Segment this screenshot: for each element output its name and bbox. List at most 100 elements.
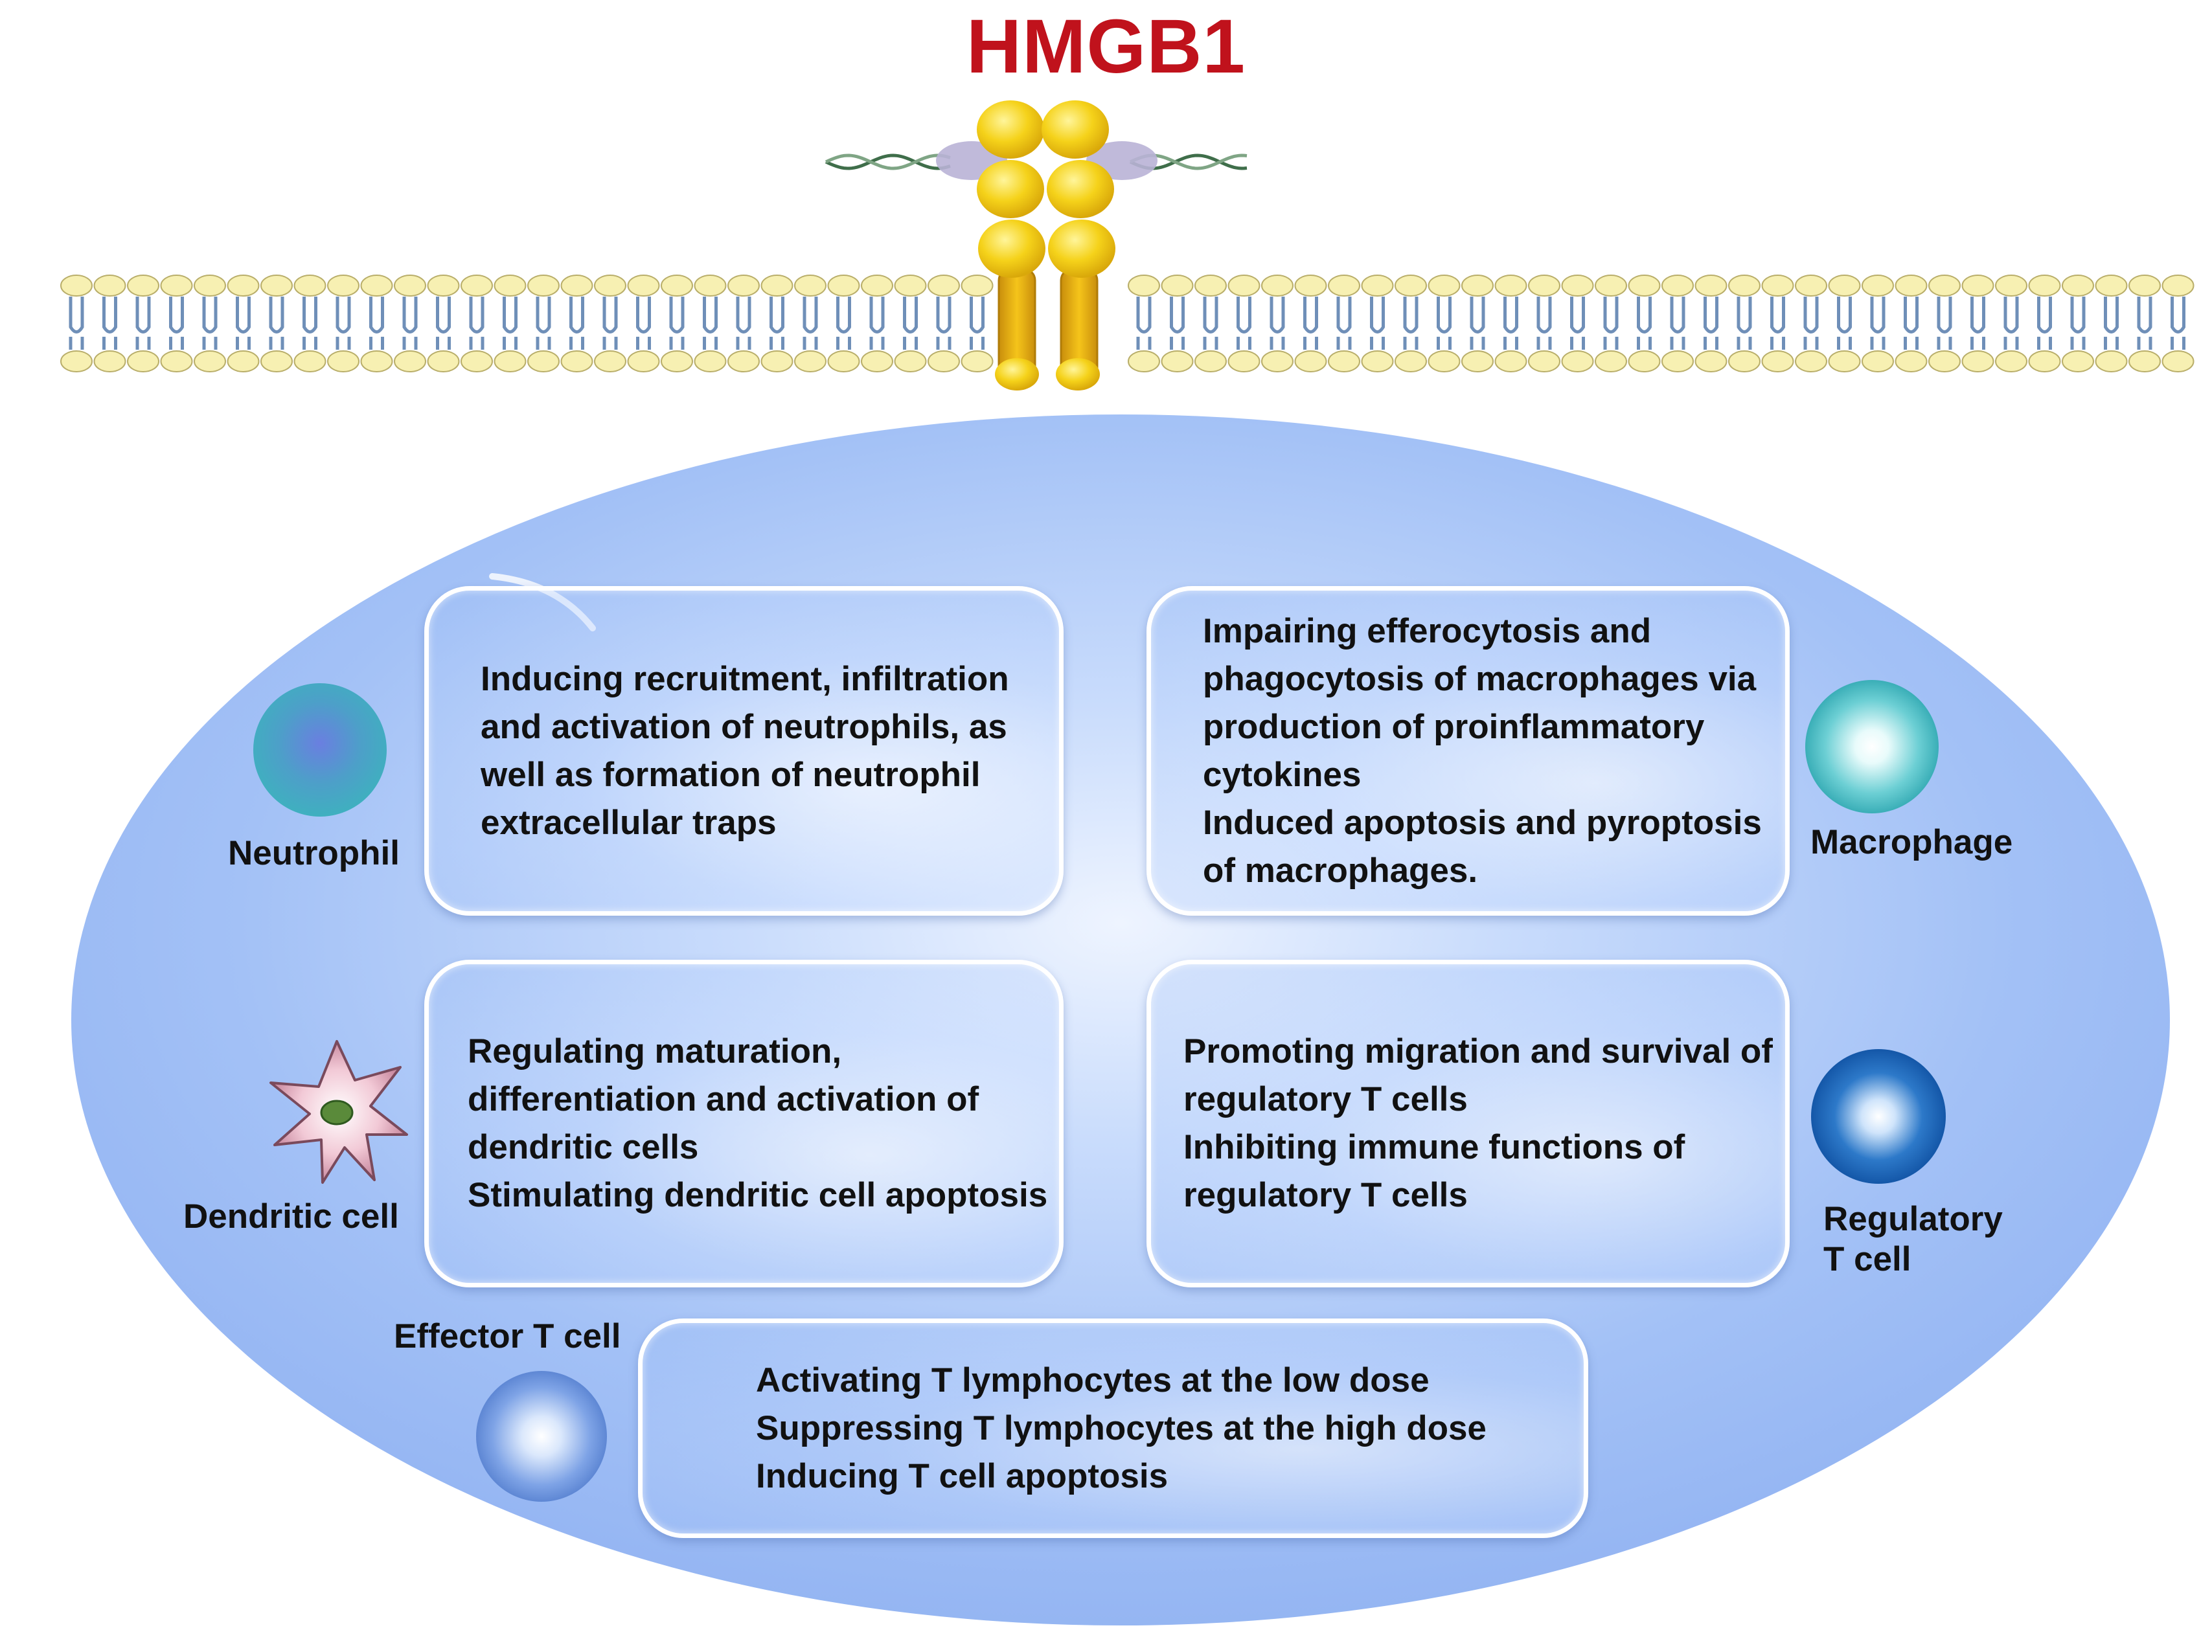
lipid-tail (169, 337, 184, 350)
lipid-tail (636, 297, 651, 334)
lipid-tail (803, 297, 818, 334)
lipid-head (694, 275, 727, 297)
lipid-head (1227, 275, 1260, 297)
lipid-head (861, 350, 893, 372)
lipid-tail (1170, 337, 1185, 350)
lipid-tail (1370, 297, 1385, 334)
page-title: HMGB1 (966, 4, 1246, 89)
lipid-head (594, 275, 626, 297)
neutrophil-effect-line: well as formation of neutrophil (481, 755, 981, 794)
lipid-tail (1403, 297, 1419, 334)
neutrophil-label: Neutrophil (228, 834, 400, 872)
lipid-head (1862, 275, 1894, 297)
lipid-head (961, 350, 994, 372)
lipid-tail (1170, 297, 1185, 334)
lipid-head (2095, 350, 2128, 372)
lipid-tail (2037, 337, 2052, 350)
lipid-head (1395, 275, 1427, 297)
neutrophil-effect-line: extracellular traps (481, 803, 777, 842)
dendritic-cell-label: Dendritic cell (183, 1197, 399, 1236)
lipid-tail (1704, 337, 1718, 350)
lipid-tail (2171, 337, 2185, 350)
lipid-tail (135, 297, 151, 334)
lipid-tail (869, 297, 885, 334)
lipid-head (93, 275, 126, 297)
lipid-head (2161, 350, 2195, 372)
lipid-head (260, 350, 293, 372)
lipid-tail (703, 297, 718, 334)
lipid-tail (236, 297, 251, 334)
regulatory-t-cell-icon (1811, 1049, 1946, 1184)
lipid-head (1694, 275, 1727, 297)
lipid-head (1595, 350, 1627, 372)
lipid-tail (369, 337, 384, 350)
lipid-tail (1770, 337, 1785, 350)
effector-t-cell-label: Effector T cell (394, 1317, 621, 1355)
lipid-tail (1336, 297, 1352, 334)
lipid-head (527, 275, 560, 297)
lipid-tail (135, 337, 151, 350)
regulatory-t-cell-label-line1: Regulatory (1823, 1200, 2003, 1238)
neutrophil-effects-box: Inducing recruitment, infiltration and a… (424, 586, 1064, 916)
lipid-tail (1437, 297, 1452, 334)
lipid-tail (736, 297, 751, 334)
lipid-head (93, 350, 126, 372)
lipid-head (827, 275, 860, 297)
lipid-head (1561, 275, 1594, 297)
lipid-head (1128, 350, 1160, 372)
lipid-head (1961, 275, 1994, 297)
lipid-head (2028, 350, 2061, 372)
lipid-tail (2003, 297, 2019, 334)
lipid-tail (1637, 337, 1652, 350)
lipid-tail (2037, 297, 2052, 334)
lipid-tail (669, 297, 685, 334)
lipid-head (928, 275, 960, 297)
lipid-head (1128, 275, 1160, 297)
lipid-head (1494, 275, 1527, 297)
treg-effect-line: regulatory T cells (1183, 1080, 1468, 1118)
lipid-head (1227, 350, 1260, 372)
lipid-tail (869, 337, 885, 350)
lipid-tail (669, 337, 685, 350)
lipid-tail (970, 297, 985, 334)
neutrophil-effect-line: and activation of neutrophils, as (481, 707, 1007, 746)
lipid-head (1895, 350, 1928, 372)
lipid-head (1928, 275, 1961, 297)
lipid-tail (503, 337, 518, 350)
lipid-tail (1270, 337, 1285, 350)
lipid-tail (936, 297, 952, 334)
lipid-tail (1737, 337, 1752, 350)
macrophage-effects-box: Impairing efferocytosis and phagocytosis… (1146, 586, 1790, 916)
lipid-head (661, 350, 693, 372)
lipid-head (1728, 350, 1761, 372)
lipid-tail (202, 297, 218, 334)
lipid-tail (436, 297, 451, 334)
lipid-head (160, 350, 193, 372)
lipid-tail (169, 297, 184, 334)
lipid-head (627, 275, 660, 297)
macrophage-label: Macrophage (1810, 823, 2013, 861)
lipid-head (527, 350, 560, 372)
lipid-tail (1904, 337, 1919, 350)
lipid-head (227, 275, 260, 297)
lipid-head (1595, 275, 1627, 297)
dendritic-effect-line: differentiation and activation of (468, 1080, 979, 1118)
lipid-tail (1970, 337, 1985, 350)
lipid-tail (1870, 337, 1886, 350)
lipid-head (1995, 350, 2027, 372)
lipid-tail (469, 337, 485, 350)
lipid-tail (1237, 337, 1251, 350)
lipid-tail (469, 297, 485, 334)
lipid-tail (936, 337, 952, 350)
lipid-tail (1270, 297, 1285, 334)
lipid-head (1328, 275, 1360, 297)
lipid-head (127, 350, 159, 372)
lipid-tail (1237, 297, 1251, 334)
lipid-tail (1603, 337, 1619, 350)
regulatory-t-cell-label-line2: T cell (1823, 1240, 1911, 1278)
lipid-tail (536, 297, 551, 334)
lipid-head (194, 275, 226, 297)
effector-t-cell-icon (476, 1371, 607, 1502)
lipid-tail (1503, 337, 1518, 350)
lipid-tail (536, 337, 551, 350)
